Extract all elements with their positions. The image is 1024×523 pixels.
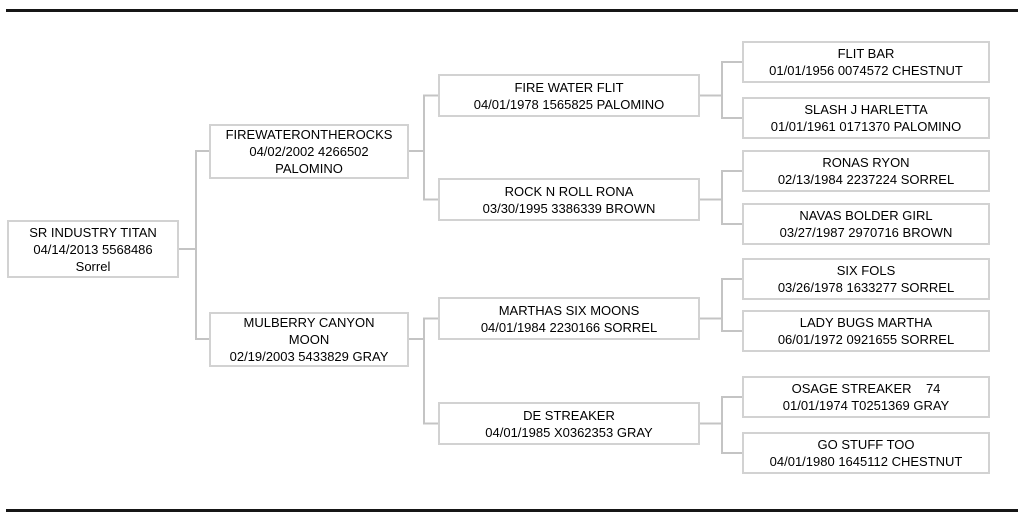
horse-details: 02/13/1984 2237224 SORREL: [777, 172, 955, 187]
pedigree-box-sire-sire-dam: SLASH J HARLETTA 01/01/1961 0171370 PALO…: [742, 97, 990, 139]
horse-name: FIREWATERONTHEROCKS: [225, 127, 393, 142]
pedigree-box-sire-dam: ROCK N ROLL RONA 03/30/1995 3386339 BROW…: [438, 178, 700, 221]
horse-details: 06/01/1972 0921655 SORREL: [777, 332, 955, 347]
bottom-rule: [6, 509, 1018, 512]
horse-details: 04/14/2013 5568486: [33, 241, 153, 257]
horse-details: 01/01/1956 0074572 CHESTNUT: [769, 63, 963, 78]
top-rule: [6, 9, 1018, 12]
pedigree-box-dam-dam: DE STREAKER 04/01/1985 X0362353 GRAY: [438, 402, 700, 445]
horse-name-wrap: MOON: [288, 332, 330, 347]
horse-name: NAVAS BOLDER GIRL: [799, 208, 933, 223]
horse-name: DE STREAKER: [523, 407, 615, 423]
pedigree-box-sire-dam-dam: NAVAS BOLDER GIRL 03/27/1987 2970716 BRO…: [742, 203, 990, 245]
horse-details: 03/30/1995 3386339 BROWN: [482, 200, 656, 216]
horse-name: LADY BUGS MARTHA: [799, 315, 933, 330]
pedigree-box-dam-dam-sire: OSAGE STREAKER 74 01/01/1974 T0251369 GR…: [742, 376, 990, 418]
pedigree-box-dam-dam-dam: GO STUFF TOO 04/01/1980 1645112 CHESTNUT: [742, 432, 990, 474]
horse-name: OSAGE STREAKER 74: [791, 381, 941, 396]
horse-name: ROCK N ROLL RONA: [504, 183, 634, 199]
horse-name: GO STUFF TOO: [817, 437, 915, 452]
horse-name: SLASH J HARLETTA: [804, 102, 928, 117]
horse-details: 03/27/1987 2970716 BROWN: [779, 225, 953, 240]
pedigree-box-dam-sire-dam: LADY BUGS MARTHA 06/01/1972 0921655 SORR…: [742, 310, 990, 352]
horse-name: SIX FOLS: [836, 263, 896, 278]
pedigree-box-dam-sire-sire: SIX FOLS 03/26/1978 1633277 SORREL: [742, 258, 990, 300]
horse-name: MULBERRY CANYON: [243, 315, 375, 330]
horse-name: FIRE WATER FLIT: [514, 79, 624, 95]
pedigree-box-sire-sire: FIRE WATER FLIT 04/01/1978 1565825 PALOM…: [438, 74, 700, 117]
pedigree-box-sire-sire-sire: FLIT BAR 01/01/1956 0074572 CHESTNUT: [742, 41, 990, 83]
horse-details: 04/01/1984 2230166 SORREL: [480, 319, 658, 335]
horse-details: 04/02/2002 4266502: [249, 144, 369, 159]
horse-color: PALOMINO: [275, 161, 343, 176]
pedigree-box-sire-dam-sire: RONAS RYON 02/13/1984 2237224 SORREL: [742, 150, 990, 192]
horse-details: 04/01/1978 1565825 PALOMINO: [473, 96, 665, 112]
pedigree-box-subject: SR INDUSTRY TITAN 04/14/2013 5568486 Sor…: [7, 220, 179, 278]
pedigree-box-dam-sire: MARTHAS SIX MOONS 04/01/1984 2230166 SOR…: [438, 297, 700, 340]
horse-name: SR INDUSTRY TITAN: [29, 224, 157, 240]
horse-details: 04/01/1985 X0362353 GRAY: [485, 424, 653, 440]
horse-color: Sorrel: [75, 258, 111, 274]
horse-name: MARTHAS SIX MOONS: [498, 302, 640, 318]
pedigree-box-sire: FIREWATERONTHEROCKS 04/02/2002 4266502 P…: [209, 124, 409, 179]
horse-name: FLIT BAR: [837, 46, 895, 61]
pedigree-box-dam: MULBERRY CANYON MOON 02/19/2003 5433829 …: [209, 312, 409, 367]
horse-details: 03/26/1978 1633277 SORREL: [777, 280, 955, 295]
horse-details: 01/01/1961 0171370 PALOMINO: [770, 119, 962, 134]
horse-details: 01/01/1974 T0251369 GRAY: [782, 398, 950, 413]
horse-name: RONAS RYON: [822, 155, 910, 170]
horse-details: 02/19/2003 5433829 GRAY: [229, 349, 389, 364]
horse-details: 04/01/1980 1645112 CHESTNUT: [769, 454, 963, 469]
